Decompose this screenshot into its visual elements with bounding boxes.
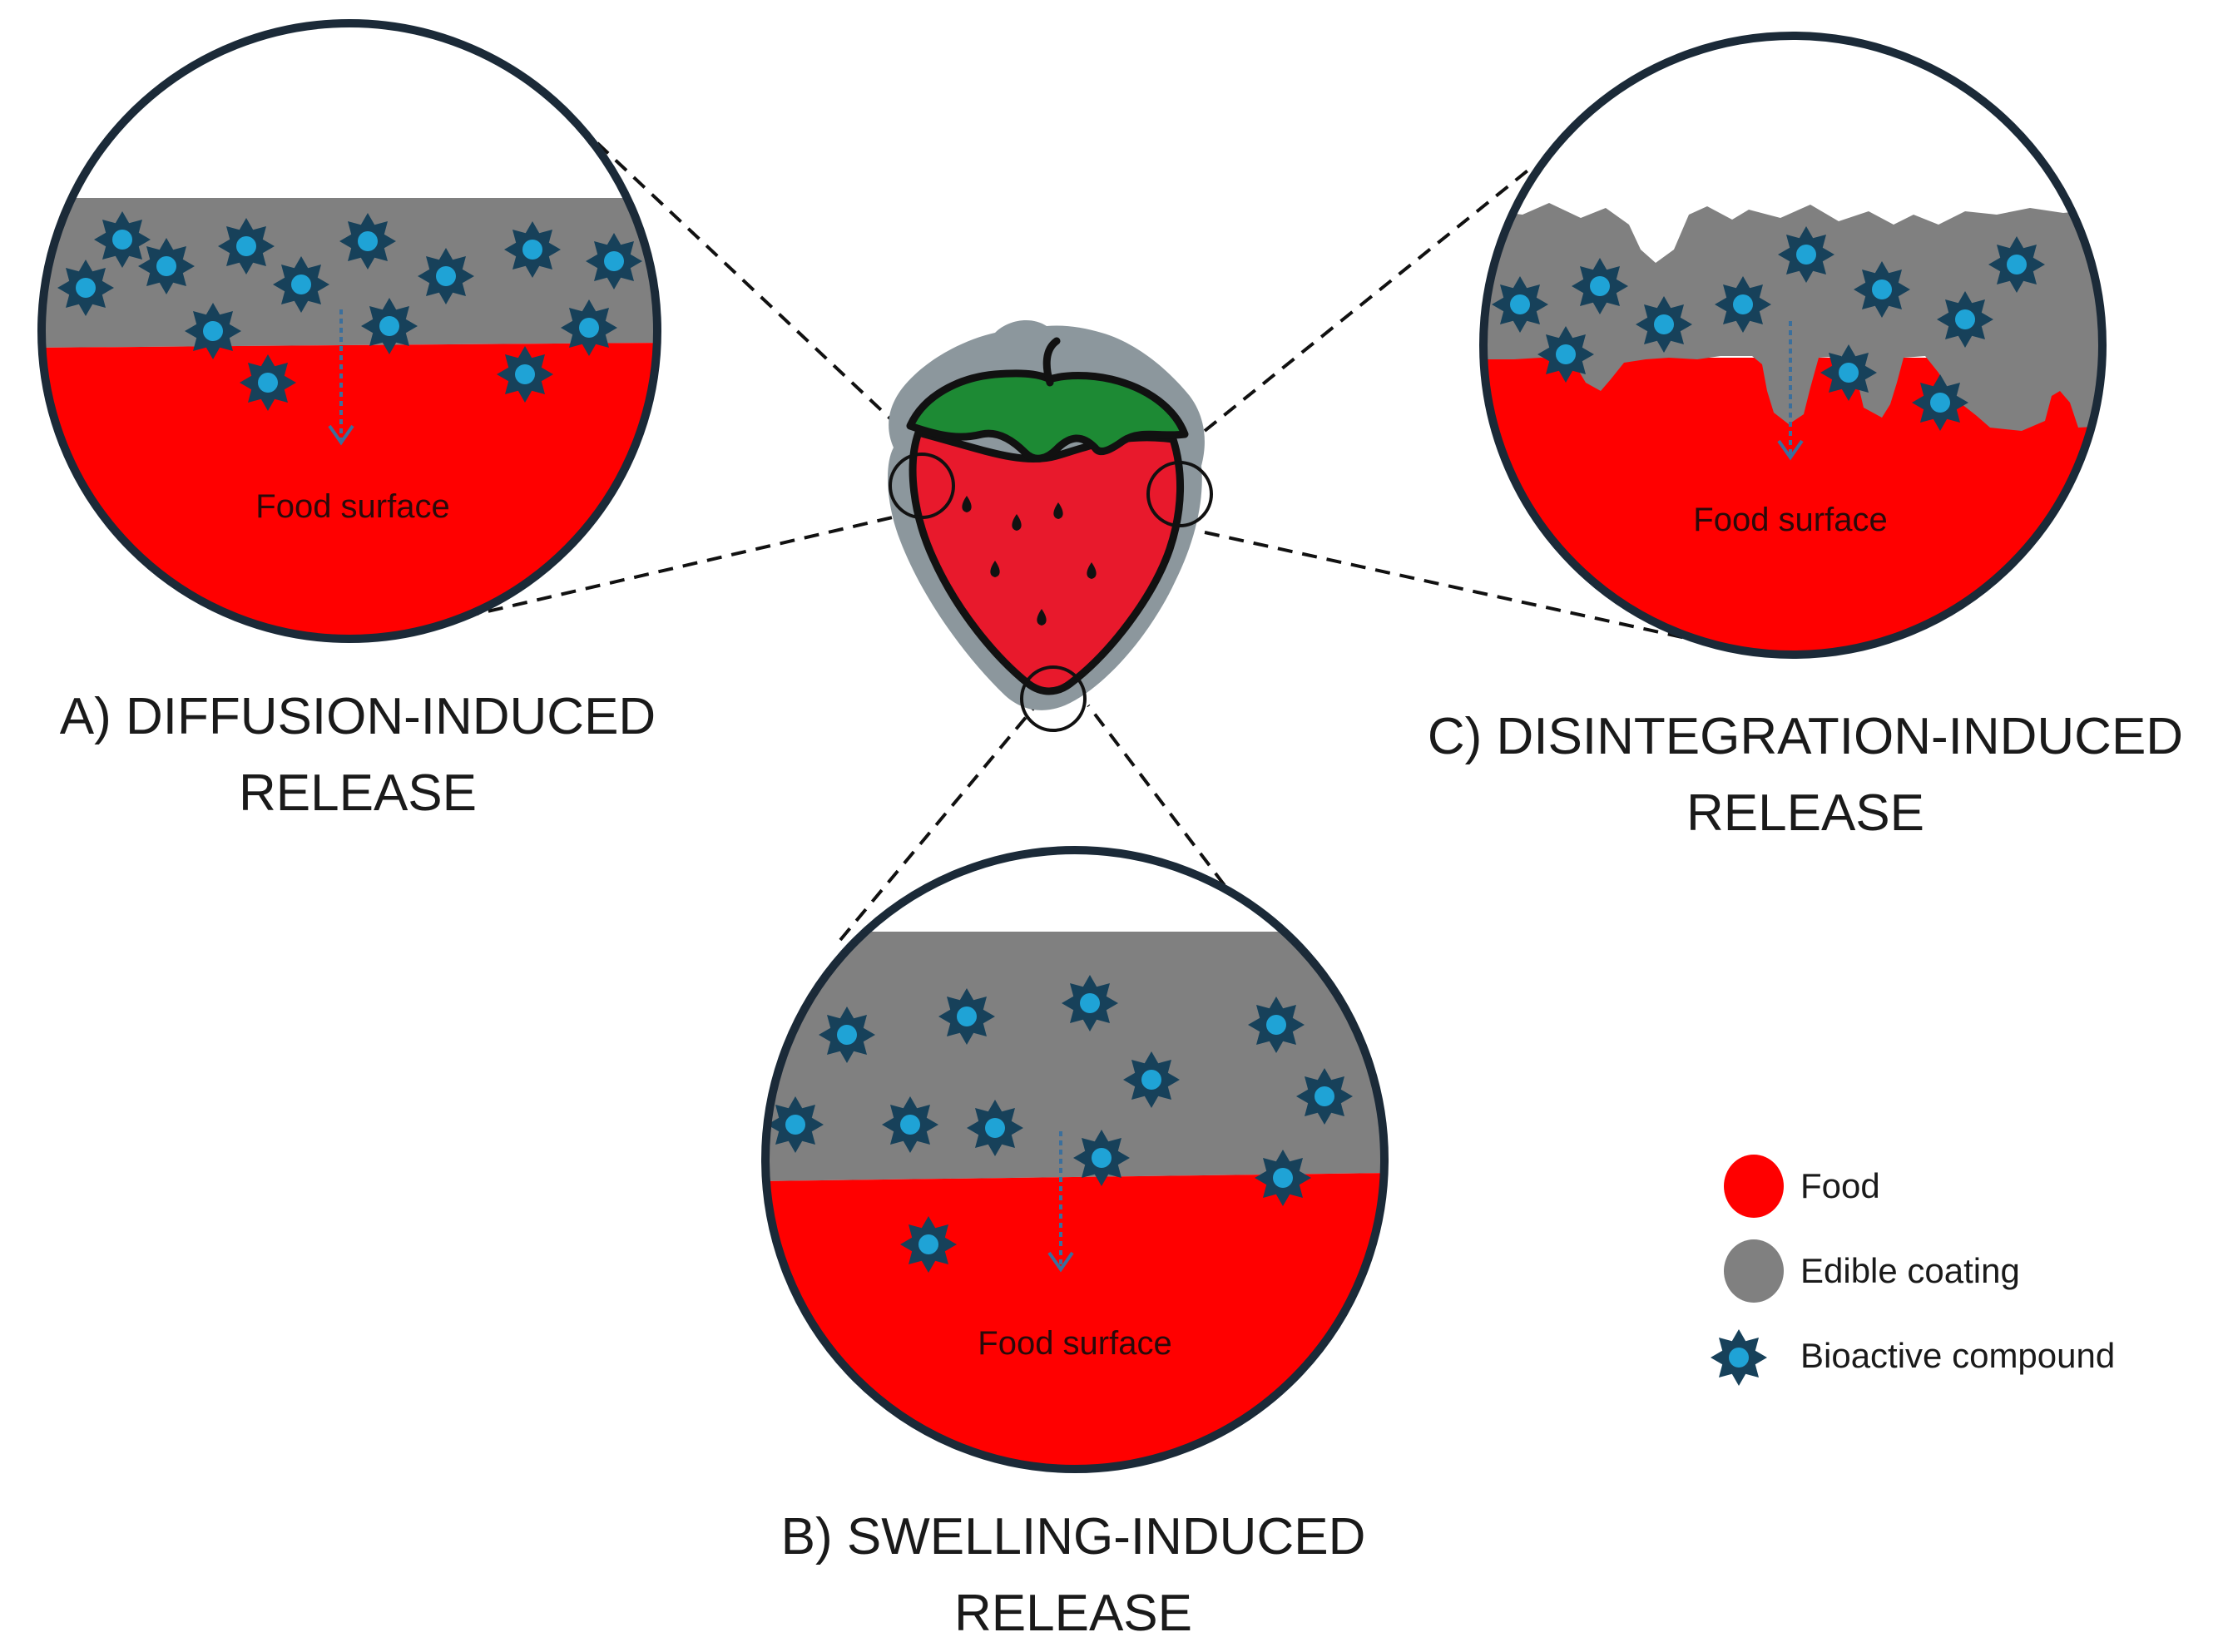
bioactive-star-icon [1123,1051,1180,1108]
bioactive-star-icon [1820,344,1877,401]
connector-c-bottom [1204,531,1698,642]
legend-coating-swatch [1724,1239,1784,1303]
bioactive-star-icon [240,354,296,411]
panel-b-title-line1: B) SWELLING-INDUCED [780,1508,1366,1565]
bioactive-star-icon [1492,276,1548,333]
panel-a-release-arrow [328,309,354,446]
bioactive-star-icon [504,221,561,278]
bioactive-star-icon [1636,296,1692,353]
panel-a-surface-label: Food surface [255,488,449,525]
bioactive-star-icon [1778,226,1834,283]
panel-c-release-arrow [1777,321,1804,461]
zoom-marker-b [1020,665,1087,732]
panel-c-surface-label: Food surface [1693,502,1887,538]
bioactive-star-icon [497,346,553,403]
legend-food-swatch [1724,1155,1784,1218]
panel-c-disintegration: Food surface [1479,32,2107,659]
bioactive-star-icon [94,211,151,268]
bioactive-star-icon [1711,1329,1767,1386]
panel-a-food-layer [42,343,657,639]
panel-a-diffusion: Food surface [37,19,661,643]
legend-compound-label: Bioactive compound [1800,1336,2116,1375]
bioactive-star-icon [1255,1150,1311,1206]
bioactive-star-icon [1988,236,2045,293]
bioactive-star-icon [1912,374,1968,431]
bioactive-star-icon [1248,997,1305,1053]
bioactive-star-icon [1062,975,1118,1031]
bioactive-star-icon [882,1096,938,1153]
panel-c-title: C) DISINTEGRATION-INDUCED RELEASE [1381,699,2230,852]
bioactive-star-icon [1537,326,1594,383]
bioactive-star-icon [767,1096,824,1153]
bioactive-star-icon [273,256,329,313]
connector-c-top [1203,166,1532,433]
zoom-marker-a [889,453,955,519]
connector-a-top [596,141,909,436]
bioactive-star-icon [561,299,617,356]
bioactive-star-icon [57,260,114,316]
strawberry-leaves [906,369,1189,462]
panel-a-coating-layer [42,198,657,348]
bioactive-star-icon [361,298,418,354]
strawberry-seeds [962,496,1097,626]
strawberry-illustration [888,320,1213,732]
panel-c-title-line1: C) DISINTEGRATION-INDUCED [1427,708,2184,765]
strawberry-body [909,428,1184,695]
bioactive-star-icon [1937,291,1993,348]
panel-a-title: A) DIFFUSION-INDUCED RELEASE [33,679,682,832]
panel-b-swelling: Food surface [761,846,1389,1473]
panel-b-coating-layer [765,932,1384,1181]
bioactive-star-icon [1854,261,1910,318]
panel-c-coating-layer [1483,203,2102,431]
connector-b-left [839,704,1037,942]
bioactive-star-icon [938,988,995,1045]
bioactive-star-icon [185,303,241,359]
panel-b-title-line2: RELEASE [953,1585,1193,1642]
panel-c-title-line2: RELEASE [1686,784,1925,842]
legend [1711,1155,1784,1386]
bioactive-star-icon [819,1007,875,1063]
bioactive-star-icon [339,213,396,270]
panel-b-release-arrow [1047,1131,1074,1273]
panel-a-title-line1: A) DIFFUSION-INDUCED [59,688,656,745]
zoom-marker-c [1146,461,1213,527]
bioactive-star-icon [1073,1130,1130,1186]
panel-b-surface-label: Food surface [978,1325,1171,1362]
legend-food-label: Food [1800,1166,1880,1205]
bioactive-star-icon [1572,258,1628,314]
bioactive-star-icon [967,1100,1023,1156]
panel-a-magnifier-ring [37,19,661,643]
bioactive-star-icon [1715,276,1771,333]
bioactive-star-icon [218,218,275,275]
panel-b-magnifier-ring [761,846,1389,1473]
bioactive-star-icon [138,238,195,294]
strawberry-stem [1042,337,1061,387]
panel-b-title: B) SWELLING-INDUCED RELEASE [715,1499,1431,1652]
connector-b-right [1087,704,1256,927]
legend-coating-label: Edible coating [1800,1251,2020,1290]
bioactive-star-icon [418,248,474,304]
panel-c-magnifier-ring [1479,32,2107,659]
panel-a-title-line2: RELEASE [238,764,478,822]
bioactive-star-icon [1296,1068,1353,1125]
bioactive-star-icon [900,1216,957,1273]
bioactive-star-icon [586,233,642,289]
